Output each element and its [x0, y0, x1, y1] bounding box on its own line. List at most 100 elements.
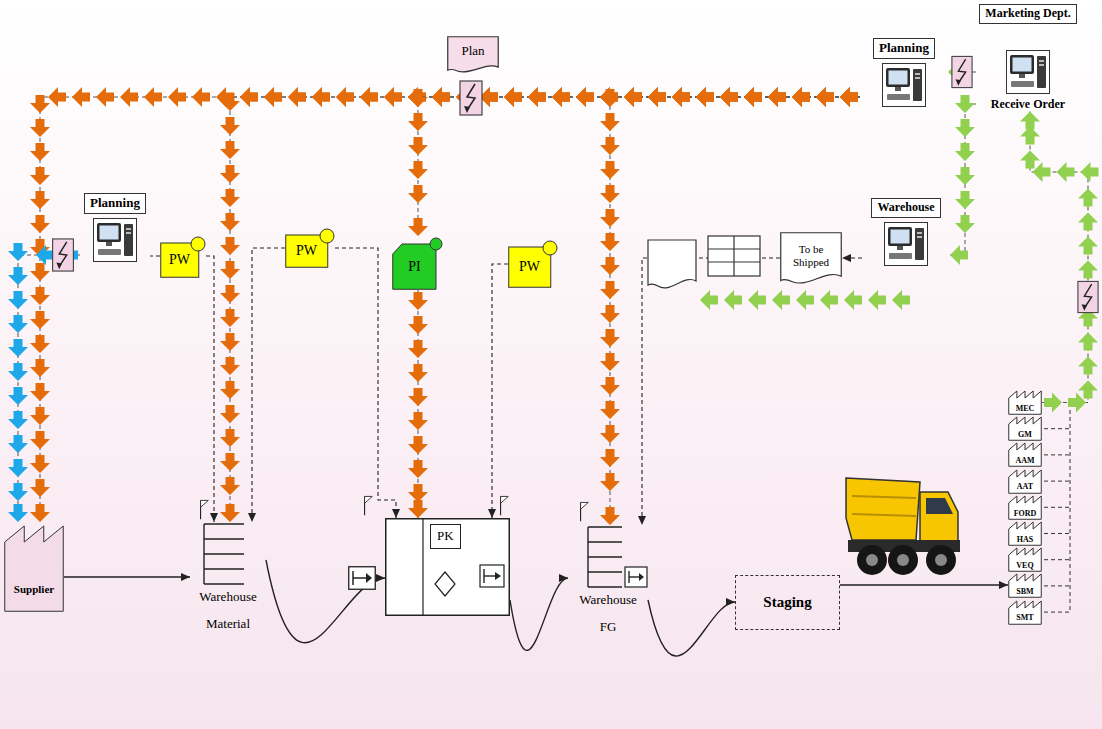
factory-shape [4, 522, 64, 612]
flow-arrow [648, 87, 666, 107]
flow-arrow [220, 117, 240, 135]
flow-arrow [955, 95, 975, 113]
flow-arrow [600, 185, 620, 203]
truck-hub [935, 554, 947, 566]
truck-wheel [857, 545, 887, 575]
flow-arrow [408, 316, 428, 334]
flow-arrow [312, 87, 330, 107]
flow-arrow [1078, 333, 1098, 351]
flow-arrow [30, 407, 50, 425]
flow-arrow [600, 113, 620, 131]
flow-arrow [820, 290, 838, 310]
rack-caption: Material [206, 617, 250, 632]
customer-factory: SBM [1008, 573, 1042, 598]
push-shaft [484, 575, 496, 576]
push-bar [628, 571, 629, 583]
flow-arrow [240, 87, 258, 107]
truck-body [846, 478, 920, 540]
flow-arrow [432, 87, 450, 107]
flow-arrow [360, 87, 378, 107]
flow-arrow [504, 87, 522, 107]
connector-line [40, 97, 860, 522]
push-box [625, 567, 647, 587]
factory-outline [1009, 496, 1042, 519]
drive-slot [126, 228, 131, 230]
flow-arrow [408, 436, 428, 454]
dashed-line [1044, 612, 1070, 613]
monitor-stand [897, 246, 903, 250]
document-outline [448, 37, 499, 72]
flow-arrow [220, 213, 240, 231]
flow-arrow [1078, 213, 1098, 231]
flow-arrow [240, 87, 258, 107]
kanban-post-symbol [365, 496, 373, 515]
factory-outline [5, 526, 64, 611]
flow-arrow [768, 87, 786, 107]
tower [913, 69, 922, 101]
flow-arrow [768, 87, 786, 107]
flow-arrow [816, 87, 834, 107]
flow-arrow [696, 87, 714, 107]
monitor [886, 68, 910, 87]
factory-outline [1009, 443, 1042, 466]
flow-arrow [792, 87, 810, 107]
connector-line [230, 97, 860, 522]
monitor [97, 223, 121, 242]
flow-arrow [408, 185, 428, 203]
factory-label: Supplier [14, 583, 54, 596]
flow-arrow [892, 290, 910, 310]
flow-arrow [792, 87, 810, 107]
plan-flow [600, 87, 860, 525]
rack-shelf [204, 523, 244, 524]
factory-label: MEC [1016, 404, 1035, 413]
flow-arrow [264, 87, 282, 107]
warehouse-rack: WarehouseMaterial [190, 522, 266, 632]
flow-arrow [336, 87, 354, 107]
kanban-label: PI [408, 259, 420, 275]
flow-arrow [220, 453, 240, 471]
computer-icon [93, 218, 137, 262]
flow-arrow [480, 87, 498, 107]
push-box [480, 565, 504, 587]
dashed-line [1044, 585, 1070, 586]
flow-arrow [696, 87, 714, 107]
flow-arrow [96, 87, 114, 107]
dashed-line [1044, 428, 1070, 429]
computer-icon [884, 222, 928, 266]
flow-arrow [8, 435, 28, 453]
connector-line [492, 264, 508, 518]
plan-flow [30, 87, 860, 522]
flow-arrow [1078, 237, 1098, 255]
info-flow [206, 256, 218, 522]
flow-arrow [220, 429, 240, 447]
flow-arrow [600, 89, 620, 107]
flow-arrow [30, 143, 50, 161]
flow-arrow [624, 87, 642, 107]
flow-arrow [724, 290, 742, 310]
flow-arrow [744, 87, 762, 107]
flow-arrow [1078, 261, 1098, 279]
factory-label: AAM [1015, 456, 1034, 465]
flow-arrow [955, 215, 975, 233]
process-divider [422, 518, 423, 616]
screen [1013, 57, 1032, 71]
flow-arrow [600, 449, 620, 467]
connector-line [206, 256, 214, 522]
flow-arrow [408, 388, 428, 406]
flow-arrow [576, 87, 594, 107]
document-node: Plan [447, 36, 499, 74]
drive-slot [917, 232, 922, 234]
flow-arrow [672, 87, 690, 107]
document-label: Plan [461, 44, 484, 59]
computer-icon [1006, 50, 1050, 94]
factory-label: GM [1018, 430, 1032, 439]
customer-factory: VEQ [1008, 547, 1042, 572]
kanban-label: PW [169, 252, 190, 268]
info-flow [150, 256, 160, 257]
flow-arrow [30, 359, 50, 377]
flow-arrow [955, 191, 975, 209]
process-outline [386, 519, 510, 616]
connector-line [840, 584, 1008, 585]
flow-arrow [840, 87, 858, 107]
